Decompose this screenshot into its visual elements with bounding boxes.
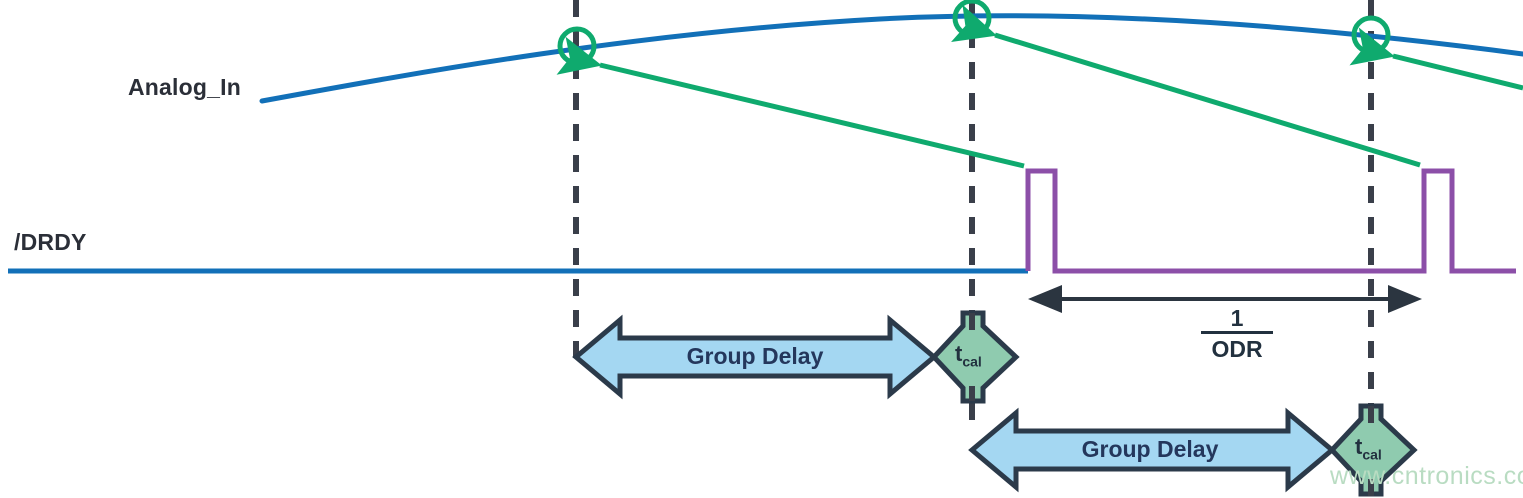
drdy-pulse-waveform [1025,168,1516,274]
tcal-label-2: tcal [1355,434,1382,462]
odr-numerator: 1 [1230,305,1244,331]
tcal-arrow-1[interactable] [930,310,1020,404]
annotation-arrow-group [556,4,1523,169]
drdy-label: /DRDY [14,229,87,255]
analog-in-label: Analog_In [128,74,241,100]
odr-arrowhead-left [1028,285,1062,313]
group-delay-label-1: Group Delay [686,343,824,369]
annotation-arrow-3 [1349,27,1523,91]
group-delay-label-2: Group Delay [1081,436,1219,462]
tcal-arrow-2[interactable] [1328,403,1418,497]
analog-in-waveform [259,13,1523,104]
odr-denominator: ODR [1211,336,1263,362]
annotation-arrow-1 [556,36,1025,169]
reference-line-overlay [969,313,1374,496]
odr-measure-arrow [1028,285,1422,313]
reference-line-group [573,0,1374,492]
watermark-text: www.cntronics.com [1330,462,1523,490]
annotation-arrow-2 [951,4,1421,168]
odr-fraction-rule [1201,331,1273,334]
odr-arrowhead-right [1388,285,1422,313]
tcal-label-1: tcal [955,341,982,369]
tcal-label-2-subscript: cal [1362,446,1382,463]
tcal-label-2-base: t [1355,434,1363,459]
tcal-label-1-subscript: cal [962,353,982,370]
tcal-label-1-base: t [955,341,963,366]
odr-period-label: 1 ODR [1182,306,1292,362]
